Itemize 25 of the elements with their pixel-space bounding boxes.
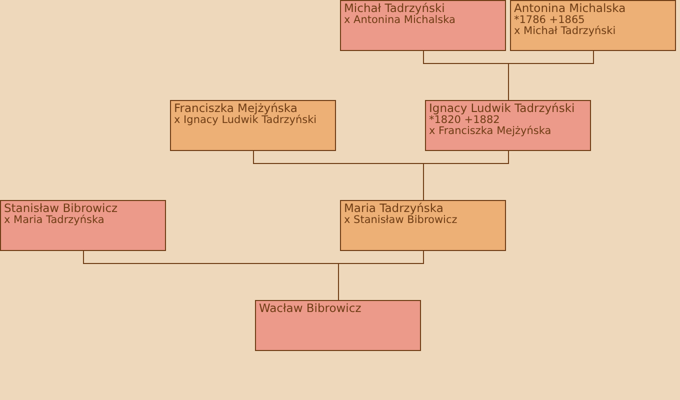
person-detail: x Maria Tadrzyńska [4,214,106,226]
person-detail: x Stanisław Bibrowicz [344,214,458,226]
person-box [0,200,166,251]
person-detail: *1820 +1882 [429,114,501,126]
connector-line [423,150,509,200]
person-name: Maria Tadrzyńska [344,203,444,214]
person-box [340,200,506,251]
person-name: Ignacy Ludwik Tadrzyński [429,103,576,114]
person-name: Wacław Bibrowicz [259,303,362,314]
person-detail: x Antonina Michalska [344,14,456,26]
connector-line [508,50,594,100]
person-box [510,0,676,51]
person-detail: x Michał Tadrzyński [514,26,617,38]
person-detail: x Franciszka Mejżyńska [429,126,552,138]
connector-line [338,250,424,300]
person-box [425,100,591,151]
person-name: Antonina Michalska [514,3,627,14]
person-detail: x Ignacy Ludwik Tadrzyński [174,114,318,126]
person-box [170,100,336,151]
person-name: Franciszka Mejżyńska [174,103,298,114]
person-name: Michał Tadrzyński [344,3,446,14]
person-name: Stanisław Bibrowicz [4,203,119,214]
person-box [340,0,506,51]
person-box [255,300,421,351]
person-detail: *1786 +1865 [514,14,586,26]
